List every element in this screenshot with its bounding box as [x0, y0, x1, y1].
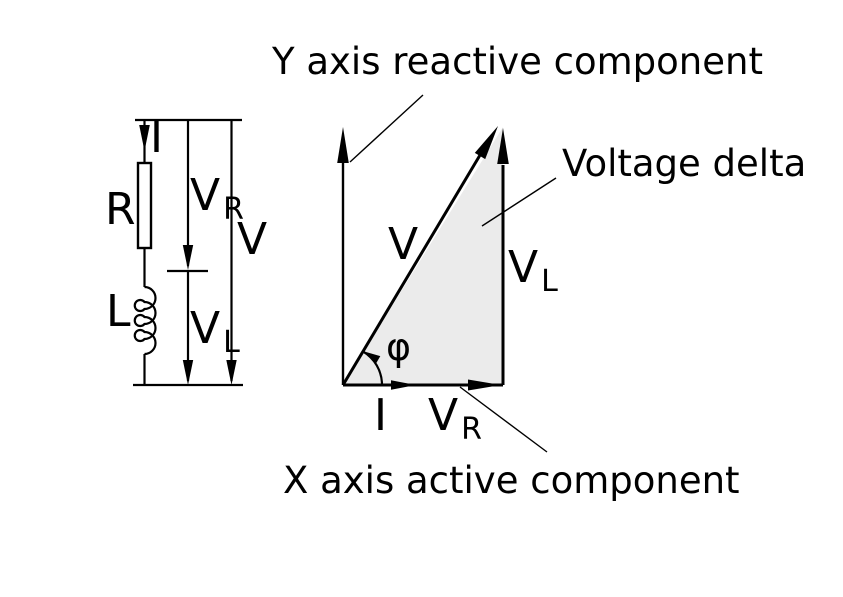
voltage-delta-annotation: Voltage delta	[562, 142, 806, 185]
vl-vector-arrowhead-icon	[497, 128, 509, 164]
phasor-v-label: V	[388, 219, 418, 270]
circuit-v-label: V	[237, 214, 267, 265]
x-axis-annotation: X axis active component	[283, 459, 740, 502]
vr-vector-arrowhead-icon	[468, 379, 501, 391]
inductor-label: L	[106, 286, 131, 337]
voltage-vector-line	[341, 139, 491, 386]
vr-arrowhead-icon	[182, 245, 194, 270]
y-axis-annotation: Y axis reactive component	[271, 40, 763, 83]
voltage-delta-callout-line	[481, 177, 557, 227]
phase-angle-arrowhead-icon	[362, 351, 381, 364]
phasor-current-label: I	[374, 390, 387, 441]
inductor-symbol	[133, 285, 157, 356]
current-arrowhead-icon	[139, 125, 150, 151]
voltage-vector-arrowhead-icon	[474, 126, 498, 160]
circuit-current-label: I	[150, 112, 163, 163]
phase-angle-label: φ	[386, 325, 411, 369]
current-vector-arrowhead-icon	[391, 380, 416, 390]
resistor-label: R	[105, 184, 136, 235]
text-annotations: Y axis reactive component Voltage delta …	[271, 40, 806, 502]
resistor-symbol	[136, 161, 153, 250]
vl-arrowhead-icon	[182, 360, 194, 385]
callout-lines	[349, 94, 557, 453]
v-arrowhead-icon	[226, 360, 237, 385]
x-axis-callout-line	[459, 386, 548, 453]
y-axis-arrowhead-icon	[337, 127, 349, 163]
y-axis-callout-line	[349, 94, 424, 163]
